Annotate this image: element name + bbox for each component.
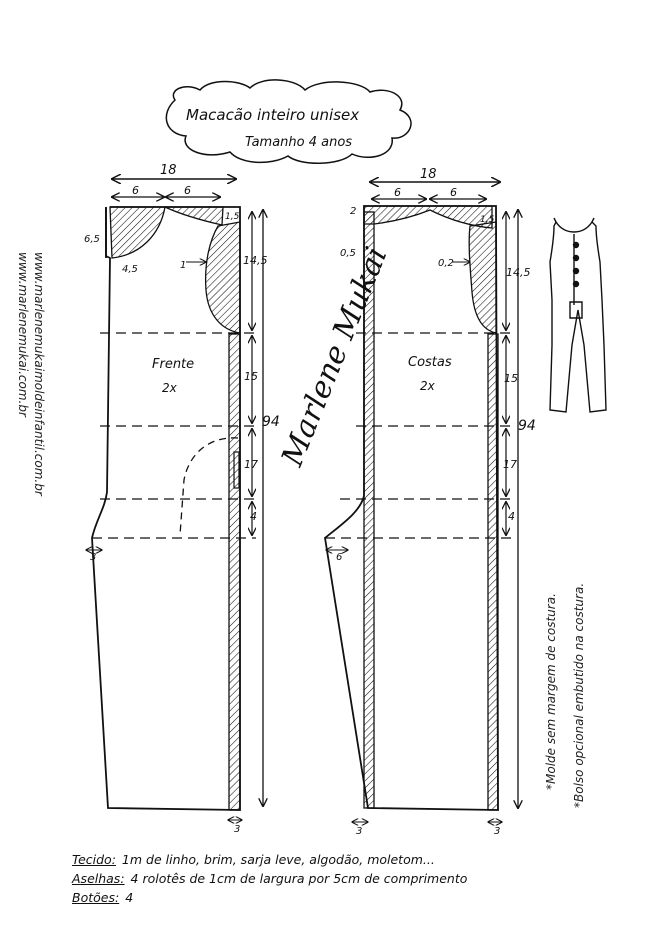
front-armhole-hatch [204,221,241,334]
note-buttons: Botões:4 [72,890,134,905]
title-line-2: Tamanho 4 anos [245,135,352,150]
front-pocket-outline [179,437,239,536]
front-shoulder-slope: 1,5 [225,212,240,222]
back-total-length: 94 [518,418,536,434]
title-cloud: Macacão inteiro unisex Tamanho 4 anos [165,79,412,164]
front-neck-drop: 4,5 [122,264,138,275]
website-text-2: www.marlenemukai.com.br [16,252,30,417]
front-total-length: 94 [262,414,280,430]
front-neck-width-1: 6 [132,184,139,197]
signature: Marlene Mukai [275,242,395,472]
front-hem-fold: 3 [234,824,240,835]
front-len-crotch: 4 [250,510,257,523]
front-len-waist: 15 [244,370,258,383]
fabric-notes: Tecido:1m de linho, brim, sarja leve, al… [72,850,662,907]
overall-sketch [549,217,607,413]
back-label: Costas [408,355,452,370]
front-piece: 18 6 6 6,5 4,5 1,5 1 Frente 2x 14,5 15 1… [84,163,280,835]
back-len-hip: 17 [503,458,517,471]
back-hem-right: 3 [494,826,500,837]
back-piece: 18 6 6 2 0,5 1,5 0,2 Costas 2x 14,5 15 1… [324,167,536,837]
front-crotch-ext: 3 [90,552,96,563]
website-text-1: www.marlenemukaimoldeinfantil.com.br [32,252,46,496]
back-neck-width-1: 6 [394,186,401,199]
front-shoulder-hatch [164,206,224,226]
front-count: 2x [162,381,178,395]
back-crotch-ext: 6 [336,552,342,563]
back-armhole-curve: 0,2 [438,258,454,269]
front-neck-hatch [109,206,166,259]
note-loops: Aselhas:4 rolotês de 1cm de largura por … [72,871,468,886]
front-hem-hatch [228,333,241,811]
back-len-crotch: 4 [508,510,515,523]
side-note-2: *Bolso opcional embutido na costura. [572,582,586,808]
front-armhole-curve: 1 [180,260,186,271]
side-note-1: *Molde sem margem de costura. [544,593,558,790]
front-pocket-opening [233,451,240,489]
back-neck-drop: 0,5 [340,248,356,259]
back-neck-width-2: 6 [450,186,457,199]
back-armhole-hatch [468,221,497,334]
back-shoulder-slope: 1,5 [480,215,495,225]
front-len-hip: 17 [244,458,258,471]
front-neck-width-2: 6 [184,184,191,197]
back-len-waist: 15 [504,372,518,385]
note-fabric: Tecido:1m de linho, brim, sarja leve, al… [72,852,435,867]
back-neck-shoulder-hatch [363,205,493,229]
front-shoulder-drop: 6,5 [84,234,100,245]
back-hem-left: 3 [356,826,362,837]
front-outline [91,206,241,811]
front-width-label: 18 [160,163,177,178]
back-width-label: 18 [420,167,437,182]
front-len-armhole: 14,5 [243,254,268,267]
back-count: 2x [420,379,436,393]
back-neck-rise: 2 [350,206,356,217]
svg-text:Marlene Mukai: Marlene Mukai [275,242,395,472]
title-line-1: Macacão inteiro unisex [186,106,359,124]
front-label: Frente [152,357,194,372]
